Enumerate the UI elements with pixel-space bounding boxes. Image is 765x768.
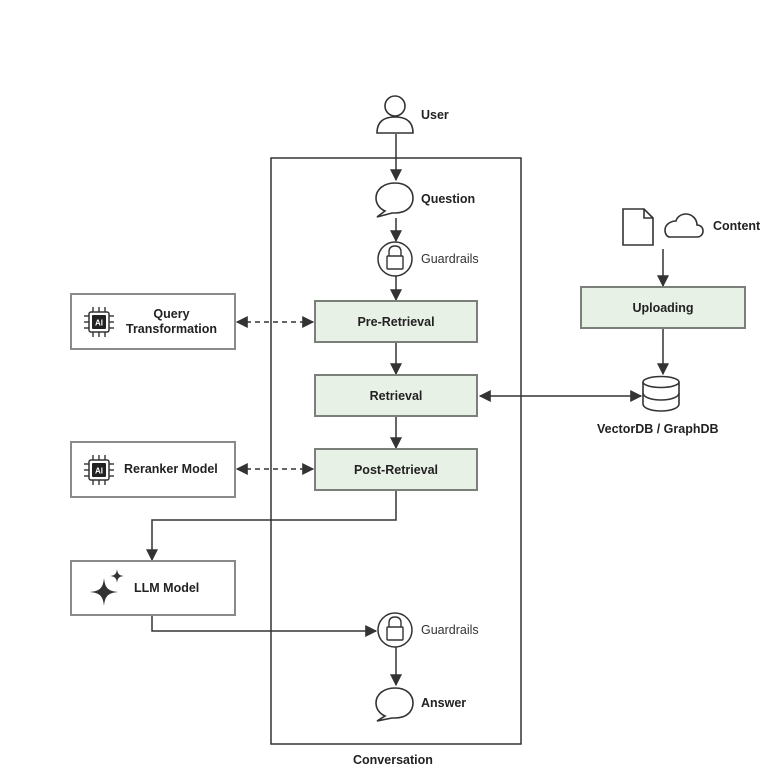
cloud-icon [664, 213, 704, 238]
guardrails-label-top: Guardrails [421, 252, 479, 266]
pre-retrieval-label: Pre-Retrieval [357, 314, 435, 329]
reranker-model-label: Reranker Model [124, 462, 218, 476]
content-label: Content [713, 219, 761, 233]
user-icon [376, 95, 414, 134]
query-transformation-box: AI Query Transformation [70, 293, 236, 350]
speech-bubble-icon [375, 182, 414, 218]
uploading-label: Uploading [632, 300, 694, 315]
vectordb-label: VectorDB / GraphDB [597, 422, 719, 436]
lock-icon [377, 241, 413, 277]
document-icon [622, 208, 654, 246]
query-transformation-label: Query Transformation [126, 306, 217, 336]
arrow-postretrieval-llm [146, 490, 397, 562]
lock-icon [377, 612, 413, 648]
answer-label: Answer [421, 696, 467, 710]
conversation-label: Conversation [353, 753, 433, 767]
pre-retrieval-box: Pre-Retrieval [314, 300, 478, 343]
post-retrieval-label: Post-Retrieval [353, 462, 439, 477]
llm-model-label: LLM Model [134, 580, 200, 595]
arrow-llm-guardrails [151, 615, 378, 637]
ai-chip-text: AI [95, 466, 103, 475]
ai-chip-text: AI [95, 318, 103, 327]
speech-bubble-icon [375, 687, 414, 722]
sparkle-icon [90, 569, 124, 606]
uploading-box: Uploading [580, 286, 746, 329]
post-retrieval-box: Post-Retrieval [314, 448, 478, 491]
retrieval-box: Retrieval [314, 374, 478, 417]
ai-chip-icon: AI [84, 454, 114, 485]
user-label: User [421, 108, 449, 122]
reranker-model-box: AI Reranker Model [70, 441, 236, 498]
guardrails-label-bottom: Guardrails [421, 623, 479, 637]
ai-chip-icon: AI [84, 306, 114, 337]
question-label: Question [421, 192, 476, 206]
database-icon [642, 375, 680, 412]
llm-model-box: LLM Model [70, 560, 236, 616]
retrieval-label: Retrieval [369, 388, 423, 403]
